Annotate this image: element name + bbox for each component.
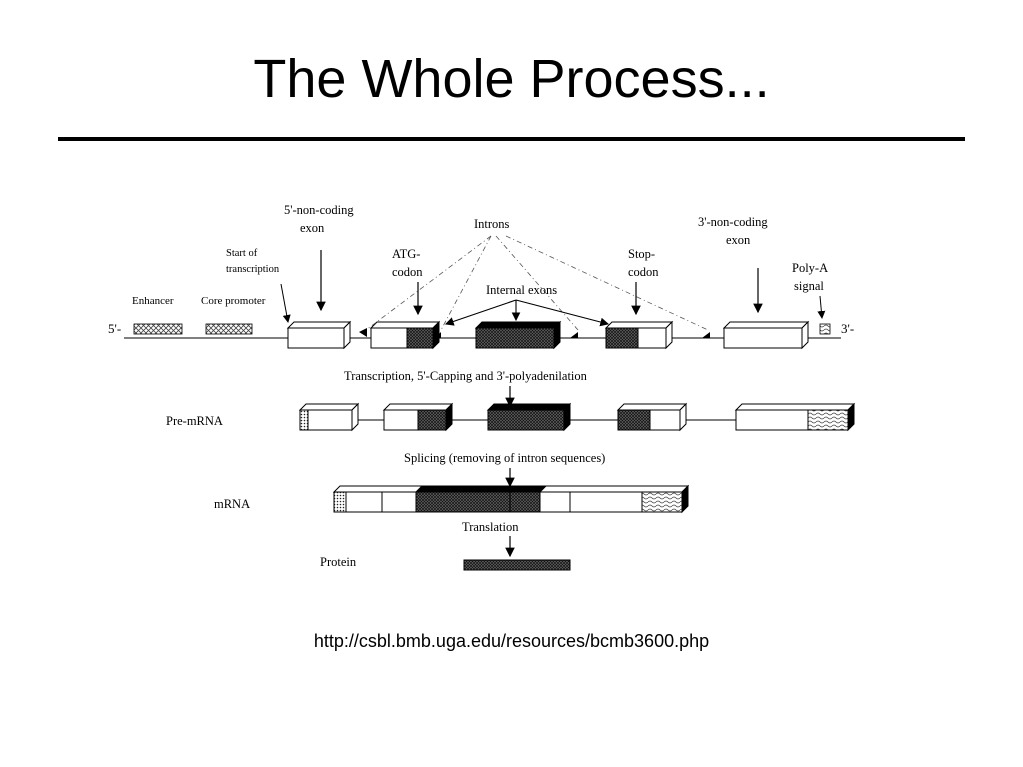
three-noncoding-exon-line-2: exon: [726, 233, 751, 247]
polya-signal-label: Poly-A signal: [792, 261, 831, 293]
pre-mrna-exon-5: [734, 402, 856, 432]
internal-exons-label: Internal exons: [486, 283, 557, 297]
gene-expression-diagram: 5'- 3'- Enhancer Core promoter Start of …: [96, 188, 876, 583]
source-link[interactable]: http://csbl.bmb.uga.edu/resources/bcmb36…: [313, 631, 710, 651]
five-noncoding-exon-line-2: exon: [300, 221, 325, 235]
dna-exon-5: [722, 320, 810, 350]
three-noncoding-exon-label: 3'-non-coding exon: [698, 215, 771, 247]
protein-bar: [463, 559, 571, 571]
intron-pointer-lines: [365, 235, 709, 331]
dna-exon-3: [474, 320, 562, 350]
enhancer-box: [133, 323, 183, 335]
polya-signal-box: [819, 323, 831, 335]
mrna-molecule: [332, 484, 690, 514]
stop-codon-line-2: codon: [628, 265, 659, 279]
five-noncoding-exon-line-1: 5'-non-coding: [284, 203, 354, 217]
start-of-transcription-label: Start of transcription: [226, 248, 280, 275]
internal-exon-arrows: [444, 299, 610, 327]
splicing-step-label: Splicing (removing of intron sequences): [404, 451, 605, 465]
three-prime-label: 3'-: [841, 321, 854, 336]
intron-markers: [359, 328, 710, 338]
translation-step-label: Translation: [462, 520, 519, 534]
pre-mrna-exon-3: [486, 402, 572, 432]
pre-mrna-exon-4: [616, 402, 688, 432]
three-noncoding-exon-line-1: 3'-non-coding: [698, 215, 768, 229]
title-underline: [58, 137, 965, 141]
atg-codon-label: ATG- codon: [392, 247, 424, 279]
polya-signal-line-1: Poly-A: [792, 261, 828, 275]
dna-exon-1: [286, 320, 352, 350]
polya-signal-arrow: [817, 295, 826, 319]
atg-codon-line-1: ATG-: [392, 247, 420, 261]
start-of-transcription-line-1: Start of: [226, 248, 258, 259]
stop-codon-line-1: Stop-: [628, 247, 655, 261]
polya-signal-line-2: signal: [794, 279, 824, 293]
introns-label: Introns: [474, 217, 510, 231]
start-of-transcription-arrow: [280, 283, 291, 323]
five-prime-label: 5'-: [108, 321, 121, 336]
core-promoter-label: Core promoter: [201, 295, 266, 307]
stop-codon-label: Stop- codon: [628, 247, 659, 279]
core-promoter-box: [205, 323, 253, 335]
pre-mrna-label: Pre-mRNA: [166, 414, 223, 428]
transcription-step-label: Transcription, 5'-Capping and 3'-polyade…: [344, 369, 588, 383]
atg-codon-line-2: codon: [392, 265, 423, 279]
protein-label: Protein: [320, 555, 357, 569]
slide-title: The Whole Process...: [253, 49, 770, 109]
five-noncoding-exon-label: 5'-non-coding exon: [284, 203, 357, 235]
dna-exon-4: [604, 320, 674, 350]
start-of-transcription-line-2: transcription: [226, 264, 280, 275]
enhancer-label: Enhancer: [132, 295, 174, 307]
mrna-label: mRNA: [214, 497, 250, 511]
dna-exon-2: [369, 320, 441, 350]
pre-mrna-exon-1: [298, 402, 360, 432]
pre-mrna-exon-2: [382, 402, 454, 432]
